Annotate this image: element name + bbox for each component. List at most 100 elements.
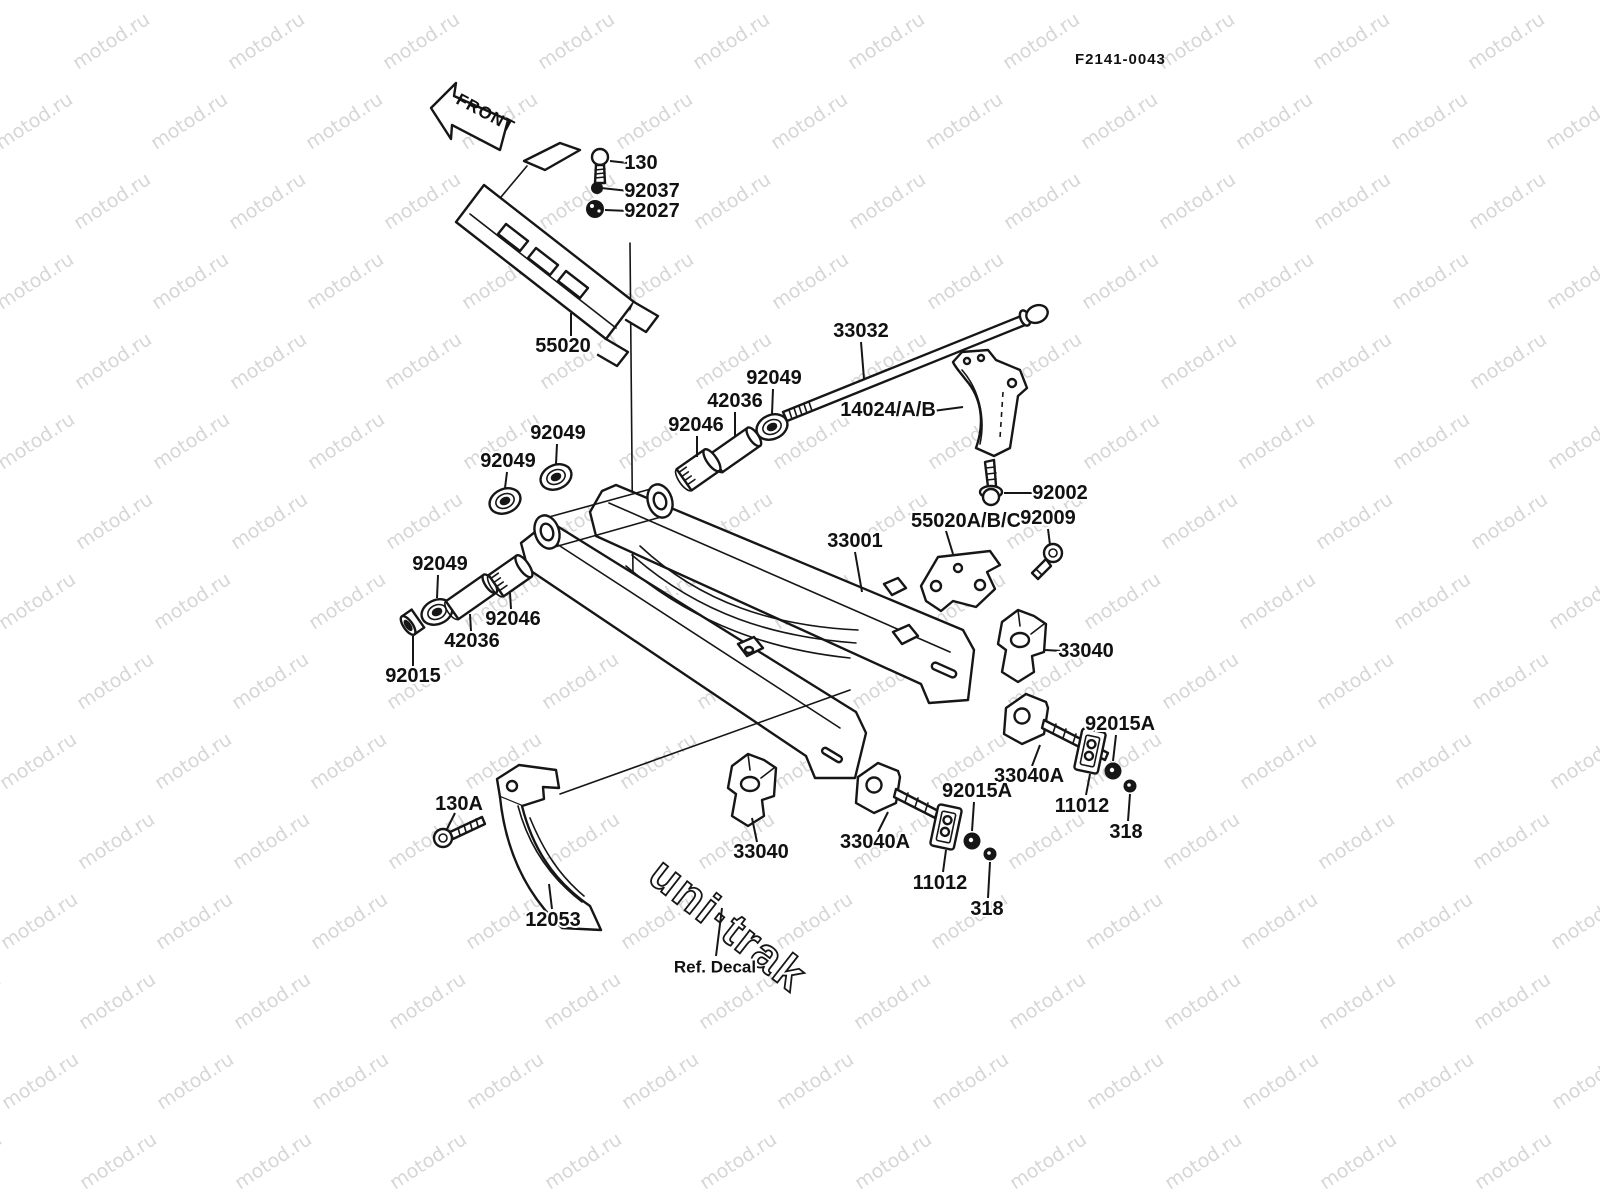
watermark-text: motod.ru xyxy=(228,648,313,714)
watermark-text: motod.ru xyxy=(928,1048,1013,1114)
watermark-text: motod.ru xyxy=(304,408,389,474)
watermark-text: motod.ru xyxy=(0,88,77,154)
watermark-text: motod.ru xyxy=(1006,1128,1091,1194)
watermark-text: motod.ru xyxy=(1080,568,1165,634)
leader-line xyxy=(555,443,558,465)
part-label-42036: 42036 xyxy=(707,390,763,412)
watermark-text: motod.ru xyxy=(225,168,310,234)
watermark-text: motod.ru xyxy=(689,8,774,74)
diagram-code: F2141-0043 xyxy=(1075,51,1166,68)
part-label-33032: 33032 xyxy=(833,320,889,342)
watermark-text: motod.ru xyxy=(73,648,158,714)
cap-92027 xyxy=(586,200,604,218)
leader-line xyxy=(1031,744,1041,767)
stopper-11012 xyxy=(1073,727,1107,775)
watermark-text: motod.ru xyxy=(696,1128,781,1194)
leader-line xyxy=(932,406,964,412)
collar-42036 xyxy=(444,573,499,621)
watermark-text: motod.ru xyxy=(534,8,619,74)
leader-line xyxy=(1112,734,1117,762)
watermark-text: motod.ru xyxy=(1469,808,1554,874)
watermark-text: motod.ru xyxy=(1310,168,1395,234)
watermark-text: motod.ru xyxy=(922,88,1007,154)
watermark-text: motod.ru xyxy=(74,808,159,874)
leader-line xyxy=(1127,793,1131,822)
watermark-text: motod.ru xyxy=(386,1128,471,1194)
watermark-text: motod.ru xyxy=(1390,568,1475,634)
watermark-text: motod.ru xyxy=(540,968,625,1034)
seal-92049 xyxy=(488,487,522,515)
watermark-text: motod.ru xyxy=(147,88,232,154)
damper-92037 xyxy=(591,182,603,194)
watermark-text: motod.ru xyxy=(767,88,852,154)
leader-line xyxy=(1085,773,1091,796)
watermark-text: motod.ru xyxy=(0,568,80,634)
leader-line xyxy=(945,530,954,555)
watermark-text: motod.ru xyxy=(0,248,78,314)
bolt-130 xyxy=(590,147,610,185)
watermark-text: motod.ru xyxy=(1079,408,1164,474)
chain-guard-14024 xyxy=(951,348,1029,458)
part-label-92002: 92002 xyxy=(1032,482,1088,504)
watermark-text: motod.ru xyxy=(844,8,929,74)
watermark-text: motod.ru xyxy=(1234,408,1319,474)
watermark-text: motod.ru xyxy=(1313,648,1398,714)
watermark-text: motod.ru xyxy=(845,168,930,234)
watermark-text: motod.ru xyxy=(850,968,935,1034)
watermark-text: motod.ru xyxy=(616,728,701,794)
watermark-text: motod.ru xyxy=(1311,328,1396,394)
part-labels: 1309203792027550203303292049420369204614… xyxy=(383,150,1157,979)
watermark-text: motod.ru xyxy=(1000,168,1085,234)
watermark-text: motod.ru xyxy=(1546,728,1600,794)
leader-line xyxy=(987,861,991,899)
part-label-130: 130 xyxy=(624,152,657,174)
leader-line xyxy=(942,849,947,873)
watermark-text: motod.ru xyxy=(1160,968,1245,1034)
part-label-33040a: 33040A xyxy=(840,831,910,853)
part-label-92049: 92049 xyxy=(530,422,586,444)
part-label-55020a-b-c: 55020A/B/C xyxy=(911,510,1021,532)
watermark-text: motod.ru xyxy=(1161,1128,1246,1194)
nut-92015a xyxy=(1104,762,1122,780)
nut-318 xyxy=(1123,779,1137,793)
swingarm-33001 xyxy=(519,483,976,780)
watermark-text: motod.ru xyxy=(1232,88,1317,154)
watermark-text: motod.ru xyxy=(768,248,853,314)
watermark-text: motod.ru xyxy=(1468,648,1553,714)
watermark-text: motod.ru xyxy=(1235,568,1320,634)
watermark-text: motod.ru xyxy=(1154,8,1239,74)
watermark-text: motod.ru xyxy=(1548,1048,1600,1114)
leader-line xyxy=(469,613,472,632)
watermark-text: motod.ru xyxy=(1543,248,1600,314)
watermark-text: motod.ru xyxy=(1309,8,1394,74)
bolt-92009 xyxy=(1030,542,1064,581)
leader-line xyxy=(604,209,630,212)
watermark-text: motod.ru xyxy=(0,968,5,1034)
watermark-text: motod.ru xyxy=(0,408,79,474)
part-label-33001: 33001 xyxy=(827,530,883,552)
part-label-12053: 12053 xyxy=(525,909,581,931)
part-label-33040: 33040 xyxy=(733,841,789,863)
watermark-text: motod.ru xyxy=(381,328,466,394)
watermark-text: motod.ru xyxy=(380,168,465,234)
leader-line xyxy=(436,574,439,599)
watermark-text: motod.ru xyxy=(1314,808,1399,874)
watermark-text: motod.ru xyxy=(618,1048,703,1114)
seal-92049 xyxy=(539,463,573,491)
nut-92015 xyxy=(399,608,426,637)
part-label-11012: 11012 xyxy=(913,872,968,894)
part-label-33040a: 33040A xyxy=(994,765,1064,787)
part-label-92015a: 92015A xyxy=(1085,713,1155,735)
watermark-text: motod.ru xyxy=(1077,88,1162,154)
watermark-text: motod.ru xyxy=(152,888,237,954)
part-label-ref-decal: Ref. Decal xyxy=(674,958,756,977)
watermark-text: motod.ru xyxy=(1387,88,1472,154)
part-label-92046: 92046 xyxy=(485,608,541,630)
part-label-130a: 130A xyxy=(435,793,483,815)
watermark-text: motod.ru xyxy=(229,808,314,874)
watermark-text: motod.ru xyxy=(0,1048,83,1114)
watermark-text: motod.ru xyxy=(76,1128,161,1194)
watermark-text: motod.ru xyxy=(148,248,233,314)
watermark-text: motod.ru xyxy=(71,328,156,394)
